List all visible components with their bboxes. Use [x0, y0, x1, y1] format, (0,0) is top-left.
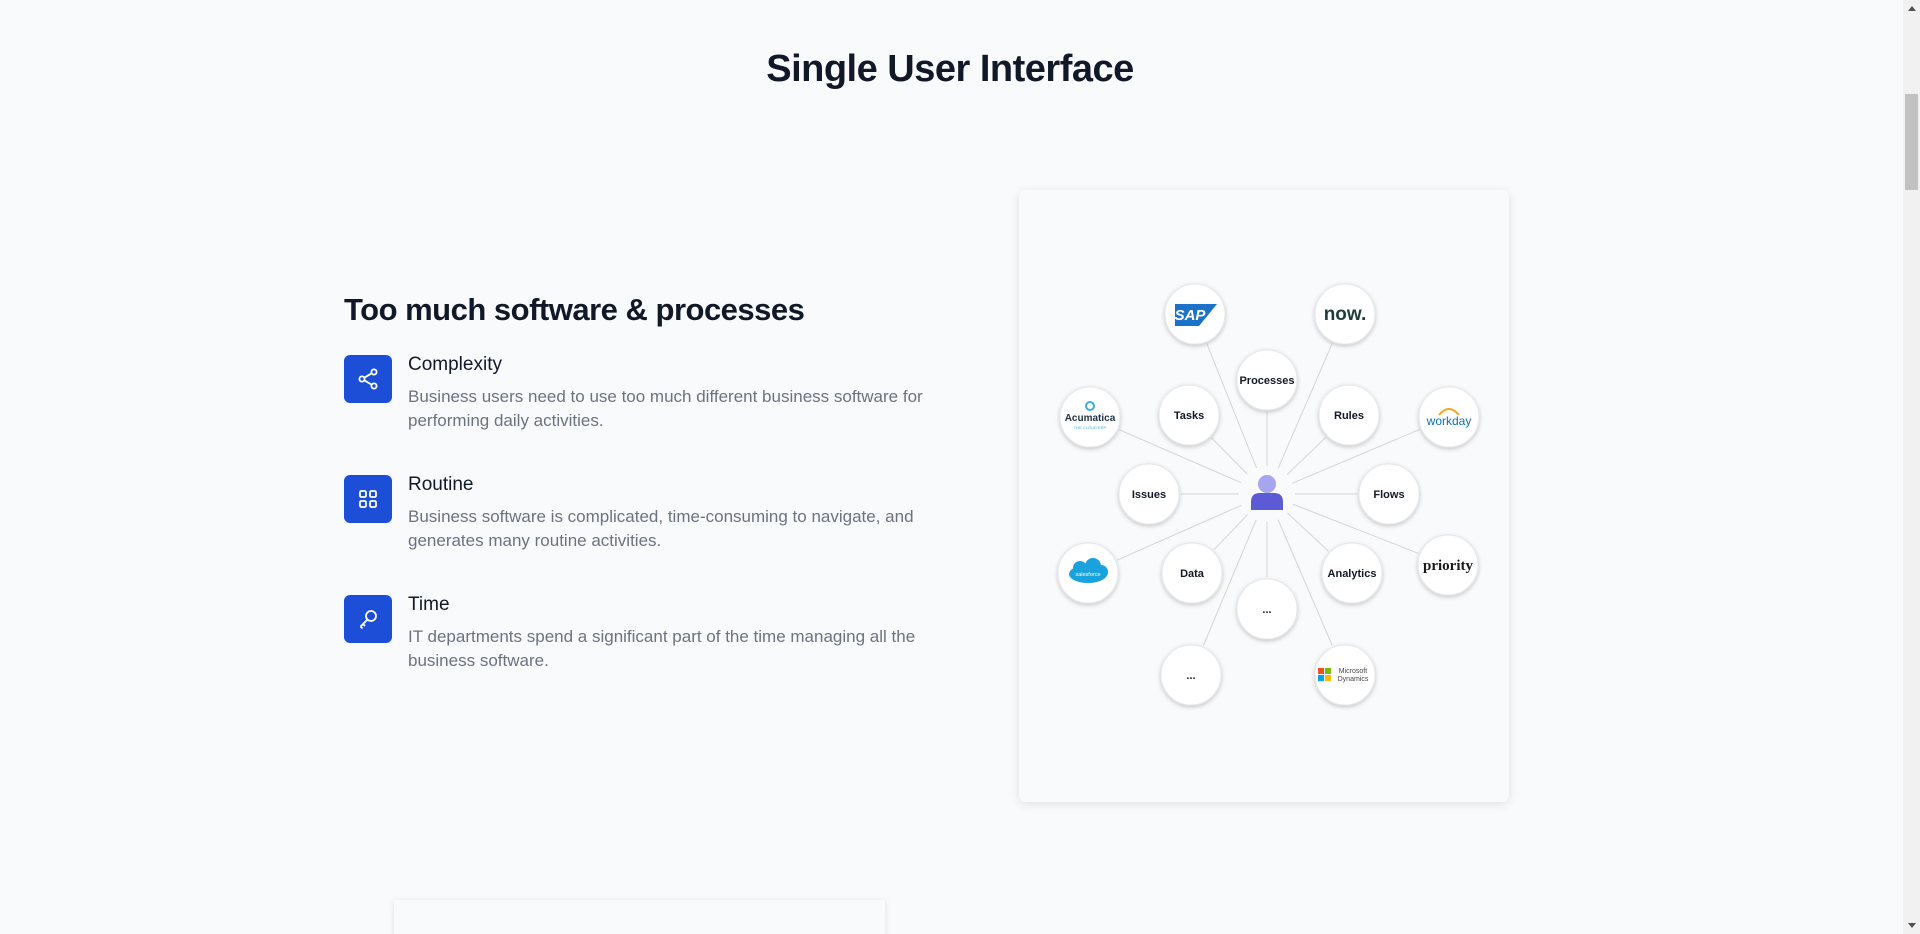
concept-node: Data [1161, 542, 1223, 604]
logo-text: SAP [1175, 307, 1207, 324]
logo-text: priority [1423, 558, 1473, 574]
concept-label: Data [1180, 568, 1205, 580]
priority-logo-node: priority [1417, 534, 1479, 596]
feature-time: Time IT departments spend a significant … [344, 593, 944, 713]
section-title: Too much software & processes [344, 292, 805, 327]
concept-label: Rules [1334, 410, 1364, 422]
salesforce-logo-node: salesforce [1057, 542, 1119, 604]
feature-name: Complexity [408, 354, 502, 375]
logo-subtext: Dynamics [1338, 676, 1369, 683]
concept-label: Issues [1132, 489, 1166, 501]
share-icon [344, 355, 392, 403]
concept-label: Processes [1239, 375, 1294, 387]
concept-node: Processes [1236, 349, 1298, 411]
logo-text: workday [1426, 414, 1472, 428]
now-logo-node: now. [1314, 283, 1376, 345]
node-label: ... [1186, 670, 1195, 682]
acumatica-logo-icon [1085, 401, 1095, 411]
next-section-card [394, 900, 885, 934]
feature-name: Routine [408, 474, 474, 495]
concept-label: Flows [1373, 489, 1404, 501]
more-software-node: ... [1160, 644, 1222, 706]
sap-logo-node: SAP [1164, 283, 1226, 345]
salesforce-cloud-icon [1069, 558, 1108, 583]
scrollbar-thumb[interactable] [1905, 94, 1918, 190]
key-icon [344, 595, 392, 643]
feature-routine: Routine Business software is complicated… [344, 473, 944, 593]
user-icon [1251, 475, 1283, 510]
feature-description: IT departments spend a significant part … [408, 627, 916, 670]
concept-node: Flows [1358, 463, 1420, 525]
logo-text: salesforce [1075, 572, 1100, 578]
feature-description: Business users need to use too much diff… [408, 387, 923, 430]
feature-complexity: Complexity Business users need to use to… [344, 353, 944, 473]
workday-logo-node: workday [1418, 386, 1480, 448]
logo-text: Microsoft [1339, 668, 1367, 675]
feature-description: Business software is complicated, time-c… [408, 507, 914, 550]
concept-label: ... [1262, 604, 1271, 616]
concept-node: Analytics [1321, 542, 1383, 604]
concept-node: Tasks [1158, 384, 1220, 446]
workday-arc-icon [1438, 408, 1460, 416]
sap-logo-icon [1175, 304, 1217, 326]
logo-text: Acumatica [1065, 413, 1116, 424]
concept-label: Tasks [1174, 410, 1204, 422]
feature-name: Time [408, 594, 450, 615]
grid-icon [344, 475, 392, 523]
concept-label: Analytics [1328, 568, 1377, 580]
logo-subtext: THE CLOUD ERP [1074, 425, 1107, 430]
features-section: Too much software & processes Complexity… [344, 292, 944, 713]
scroll-up-arrow-icon[interactable] [1903, 0, 1920, 17]
page-title: Single User Interface [766, 48, 1134, 90]
scroll-down-arrow-icon[interactable] [1903, 917, 1920, 934]
vertical-scrollbar[interactable] [1903, 0, 1920, 934]
concept-node: Issues [1118, 463, 1180, 525]
concept-node: ... [1236, 578, 1298, 640]
logo-text: now. [1324, 304, 1367, 325]
microsoft-logo-icon [1318, 668, 1331, 681]
concept-node: Rules [1318, 384, 1380, 446]
